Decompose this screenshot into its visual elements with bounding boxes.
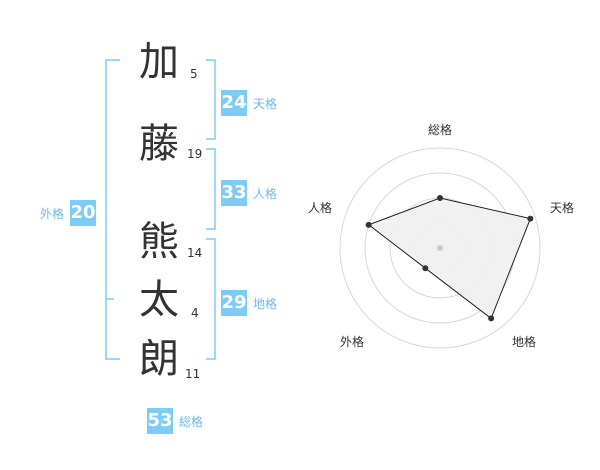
radar-axis-label-gaikaku: 外格	[340, 334, 364, 349]
radar-point-1	[527, 215, 534, 222]
tenkaku-label: 天格	[253, 96, 278, 111]
radar-point-3	[422, 265, 429, 272]
stroke-count-4: 4	[191, 306, 199, 320]
jinkaku-badge: 33 人格	[221, 180, 277, 206]
chikaku-badge: 29 地格	[221, 290, 277, 316]
chikaku-label: 地格	[253, 296, 278, 311]
jinkaku-bracket	[206, 148, 216, 230]
gaikaku-label: 外格	[40, 206, 65, 221]
radar-point-2	[488, 315, 495, 322]
jinkaku-label: 人格	[253, 186, 278, 201]
radar-axis-label-tenkaku: 天格	[550, 200, 574, 215]
gaikaku-bracket	[105, 59, 120, 360]
radar-area	[367, 197, 532, 320]
radar-ring-4	[339, 147, 541, 349]
radar-axis-label-chikaku: 地格	[512, 334, 536, 349]
soukaku-value: 53	[147, 408, 173, 434]
name-char-1: 加	[139, 39, 179, 85]
soukaku-label: 総格	[179, 414, 204, 429]
jinkaku-value: 33	[221, 180, 247, 206]
stroke-count-5: 11	[185, 367, 201, 381]
radar-points	[365, 195, 534, 322]
stroke-count-2: 19	[187, 147, 203, 161]
radar-axis-label-jinkaku: 人格	[308, 200, 332, 215]
name-char-2: 藤	[139, 121, 179, 167]
stroke-count-1: 5	[190, 67, 198, 81]
tenkaku-badge: 24 天格	[221, 90, 277, 116]
name-char-5: 朗	[139, 336, 179, 382]
chikaku-value: 29	[221, 290, 247, 316]
radar-point-4	[365, 221, 372, 228]
name-char-3: 熊	[139, 219, 179, 265]
radar-point-0	[437, 195, 443, 201]
tenkaku-bracket	[206, 59, 216, 140]
radar-axis-label-soukaku: 総格	[428, 122, 452, 137]
radar-center-dot	[437, 245, 443, 251]
name-char-4: 太	[139, 277, 179, 323]
soukaku-badge: 53 総格	[147, 408, 203, 434]
gaikaku-value: 20	[70, 200, 97, 226]
stroke-count-3: 14	[187, 246, 203, 260]
gaikaku-badge: 外格 20	[40, 200, 97, 226]
tenkaku-value: 24	[221, 90, 247, 116]
chikaku-bracket	[206, 238, 216, 360]
